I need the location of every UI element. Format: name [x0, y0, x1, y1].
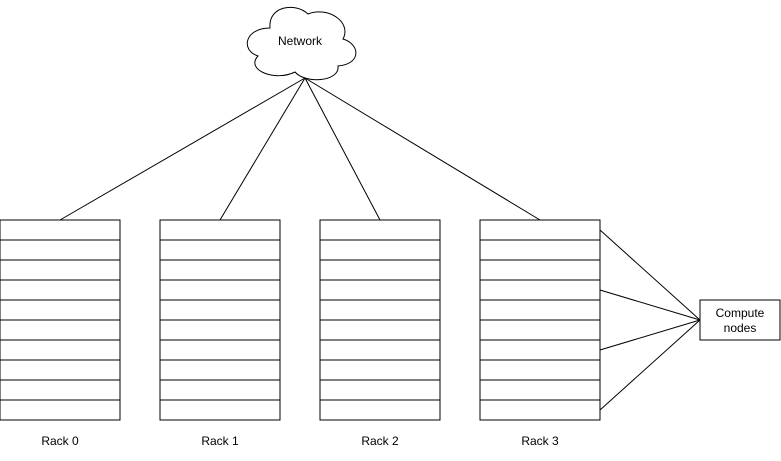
rack-0: Rack 0: [0, 219, 121, 448]
rack-slot: [319, 379, 441, 401]
rack-label: Rack 0: [41, 434, 79, 448]
cloud-shape: [246, 6, 357, 81]
rack-slot: [159, 279, 281, 301]
rack-slot: [159, 359, 281, 381]
rack-slot: [479, 279, 601, 301]
rack-slot: [0, 219, 121, 241]
rack-slot: [479, 239, 601, 261]
network-connectors: [59, 77, 541, 221]
rack-3: Rack 3: [479, 219, 601, 448]
connector-rack3-compute-4: [599, 319, 701, 411]
rack-slot: [479, 339, 601, 361]
rack-slot: [0, 259, 121, 281]
connector-network-rack-3: [304, 77, 541, 221]
compute-nodes-box: Compute nodes: [699, 299, 781, 341]
rack-slot: [479, 379, 601, 401]
rack-slot: [0, 279, 121, 301]
rack-slot: [479, 399, 601, 421]
compute-connectors: [599, 229, 701, 411]
rack-slot: [479, 299, 601, 321]
rack-slot: [479, 359, 601, 381]
rack-slot: [479, 259, 601, 281]
rack-slot: [319, 259, 441, 281]
rack-slot: [159, 379, 281, 401]
rack-2: Rack 2: [319, 219, 441, 448]
rack-slot: [0, 359, 121, 381]
network-cloud: Network: [246, 6, 357, 81]
rack-1: Rack 1: [159, 219, 281, 448]
rack-slot: [0, 399, 121, 421]
rack-slot: [159, 339, 281, 361]
rack-slot: [159, 259, 281, 281]
rack-label: Rack 2: [361, 434, 399, 448]
rack-slot: [0, 379, 121, 401]
connector-network-rack-0: [59, 77, 306, 221]
compute-nodes-label-line2: nodes: [724, 321, 757, 335]
connector-rack3-compute-2: [599, 289, 701, 321]
rack-slot: [159, 299, 281, 321]
network-label: Network: [278, 34, 323, 48]
rack-slot: [319, 239, 441, 261]
rack-slot: [159, 319, 281, 341]
compute-nodes-label-line1: Compute: [716, 306, 765, 320]
connector-rack3-compute-1: [599, 229, 701, 321]
connector-network-rack-1: [219, 77, 306, 221]
rack-slot: [159, 219, 281, 241]
rack-slot: [159, 239, 281, 261]
rack-slot: [0, 299, 121, 321]
rack-slot: [159, 399, 281, 421]
rack-slot: [479, 219, 601, 241]
rack-slot: [0, 339, 121, 361]
rack-slot: [0, 239, 121, 261]
rack-slot: [319, 279, 441, 301]
connector-rack3-compute-3: [599, 319, 701, 351]
rack-slot: [319, 299, 441, 321]
rack-slot: [319, 339, 441, 361]
compute-nodes-rect: [699, 299, 781, 341]
rack-slot: [319, 359, 441, 381]
rack-slot: [319, 219, 441, 241]
connector-network-rack-2: [304, 77, 381, 221]
rack-label: Rack 3: [521, 434, 559, 448]
rack-slot: [0, 319, 121, 341]
rack-slot: [319, 399, 441, 421]
rack-label: Rack 1: [201, 434, 239, 448]
rack-slot: [479, 319, 601, 341]
rack-slot: [319, 319, 441, 341]
